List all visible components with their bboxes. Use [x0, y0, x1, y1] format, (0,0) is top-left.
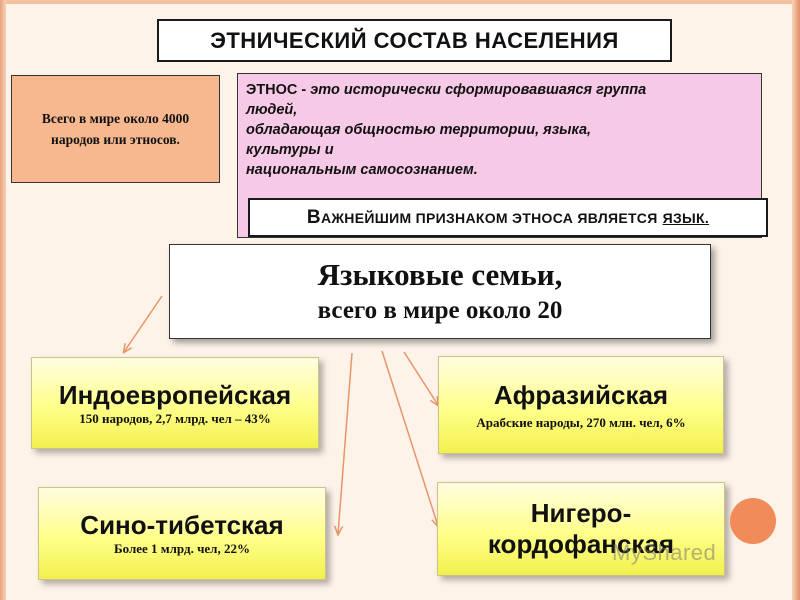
- slide-frame-left: [0, 0, 6, 600]
- ethnos-line-1: ЭТНОС - это исторически сформировавшаяся…: [246, 80, 751, 100]
- family-sino-tibetan-desc: Более 1 млрд. чел, 22%: [114, 541, 250, 556]
- family-sino-tibetan-name: Сино-тибетская: [80, 510, 284, 540]
- ethnos-line-4: культуры и: [246, 142, 334, 158]
- slide-frame-top: [0, 0, 800, 4]
- ethnos-line-3: обладающая общностью территории, языка,: [246, 122, 592, 138]
- family-niger-kordofanian: Нигеро-кордофанская: [437, 482, 725, 576]
- ethnos-line-2: людей,: [246, 102, 298, 118]
- language-families-header: Языковые семьи, всего в мире около 20: [169, 244, 711, 339]
- arrow-to-niger-kordofanian: [381, 350, 438, 526]
- watermark-text: MyShared: [612, 540, 717, 565]
- peoples-count-note: Всего в мире около 4000 народов или этно…: [11, 75, 220, 183]
- slide-frame-right: [792, 0, 800, 600]
- family-afroasiatic: Афразийская Арабские народы, 270 млн. че…: [438, 356, 724, 454]
- family-afroasiatic-desc: Арабские народы, 270 млн. чел, 6%: [476, 414, 686, 430]
- arrow-to-sino-tibetan: [338, 352, 353, 534]
- key-sign-text: ажнейшим признаком этноса является: [320, 209, 658, 226]
- arrow-to-indo-european: [124, 295, 163, 352]
- slide-title: ЭТНИЧЕСКИЙ СОСТАВ НАСЕЛЕНИЯ: [157, 19, 672, 62]
- family-indo-european-desc: 150 народов, 2,7 млрд. чел – 43%: [79, 410, 271, 426]
- watermark-circle-icon: [730, 498, 776, 544]
- key-sign-statement: Важнейшим признаком этноса являетсяязык.: [248, 198, 768, 237]
- family-afroasiatic-name: Афразийская: [493, 379, 669, 410]
- ethnos-line-1-text: это исторически сформировавшаяся группа: [306, 82, 647, 98]
- language-families-heading: Языковые семьи,: [317, 256, 563, 292]
- ethnos-term: ЭТНОС -: [246, 82, 307, 98]
- key-sign-word: язык.: [662, 209, 710, 226]
- key-sign-first-letter: В: [306, 206, 321, 228]
- family-indo-european-name: Индоевропейская: [58, 379, 292, 410]
- watermark-logo: MyShared: [612, 498, 782, 578]
- family-sino-tibetan: Сино-тибетская Более 1 млрд. чел, 22%: [38, 487, 326, 580]
- arrow-to-afroasiatic: [403, 351, 438, 405]
- family-niger-kordofanian-name: Нигеро-кордофанская: [487, 498, 675, 559]
- language-families-subheading: всего в мире около 20: [317, 296, 563, 324]
- ethnos-line-5: национальным самосознанием.: [246, 162, 478, 178]
- family-indo-european: Индоевропейская 150 народов, 2,7 млрд. ч…: [31, 357, 319, 449]
